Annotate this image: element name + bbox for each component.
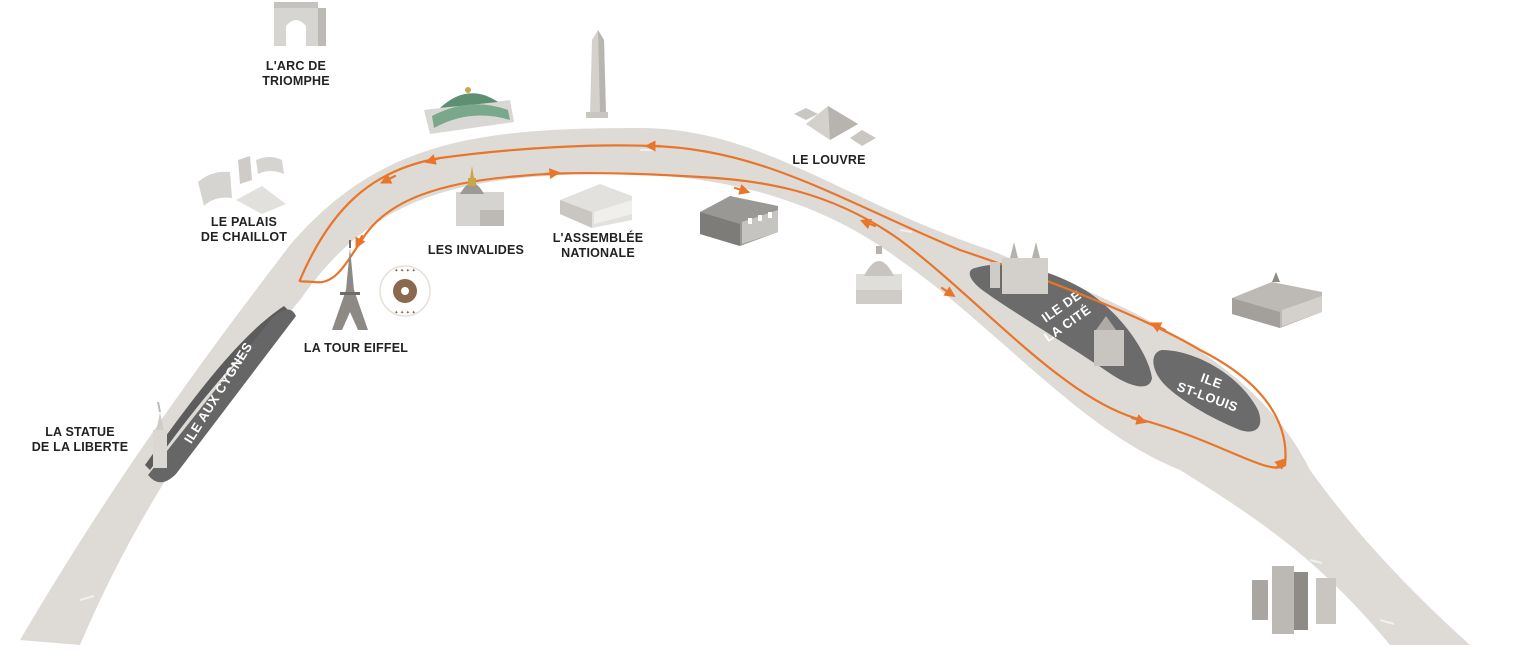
notre-dame-icon: [990, 242, 1124, 366]
hotel-de-ville-icon: [1232, 272, 1322, 328]
obelisk-icon: [586, 30, 608, 118]
invalides-icon: [456, 166, 504, 226]
louvre-label: LE LOUVRE: [792, 153, 865, 167]
grand-palais-icon: [424, 87, 514, 134]
eiffel-label: LA TOUR EIFFEL: [304, 341, 408, 355]
assemblee-label-2: NATIONALE: [561, 246, 635, 260]
ile-st-louis-label-1: ILE: [1199, 370, 1225, 392]
chaillot-label-2: DE CHAILLOT: [201, 230, 287, 244]
assemblee-label-1: L'ASSEMBLÉE: [553, 230, 644, 245]
liberte-label-2: DE LA LIBERTE: [32, 440, 129, 454]
institut-dome-icon: [856, 246, 902, 304]
eiffel-tower-icon: [332, 240, 368, 330]
invalides-label: LES INVALIDES: [428, 243, 524, 257]
liberte-label-1: LA STATUE: [45, 425, 115, 439]
louvre-pyramid-icon: [794, 106, 876, 146]
boat-company-stamp: ✦ ✦ ✦ ✦ ✦ ✦ ✦ ✦: [379, 265, 431, 317]
arc-label-1: L'ARC DE: [266, 59, 326, 73]
cruise-route: [298, 140, 1287, 470]
arc-label-2: TRIOMPHE: [262, 74, 330, 88]
chaillot-label-1: LE PALAIS: [211, 215, 277, 229]
assemblee-icon: [560, 184, 632, 228]
orsay-icon: [700, 196, 778, 246]
palais-chaillot-icon: [198, 156, 286, 214]
arc-de-triomphe-icon: [274, 2, 326, 46]
svg-text:✦ ✦ ✦ ✦: ✦ ✦ ✦ ✦: [394, 310, 416, 316]
statue-liberty-icon: [153, 401, 167, 468]
skyscrapers-icon: [1252, 566, 1336, 634]
svg-text:✦ ✦ ✦ ✦: ✦ ✦ ✦ ✦: [394, 268, 416, 274]
ile-aux-cygnes: ILE AUX CYGNES: [145, 306, 296, 483]
